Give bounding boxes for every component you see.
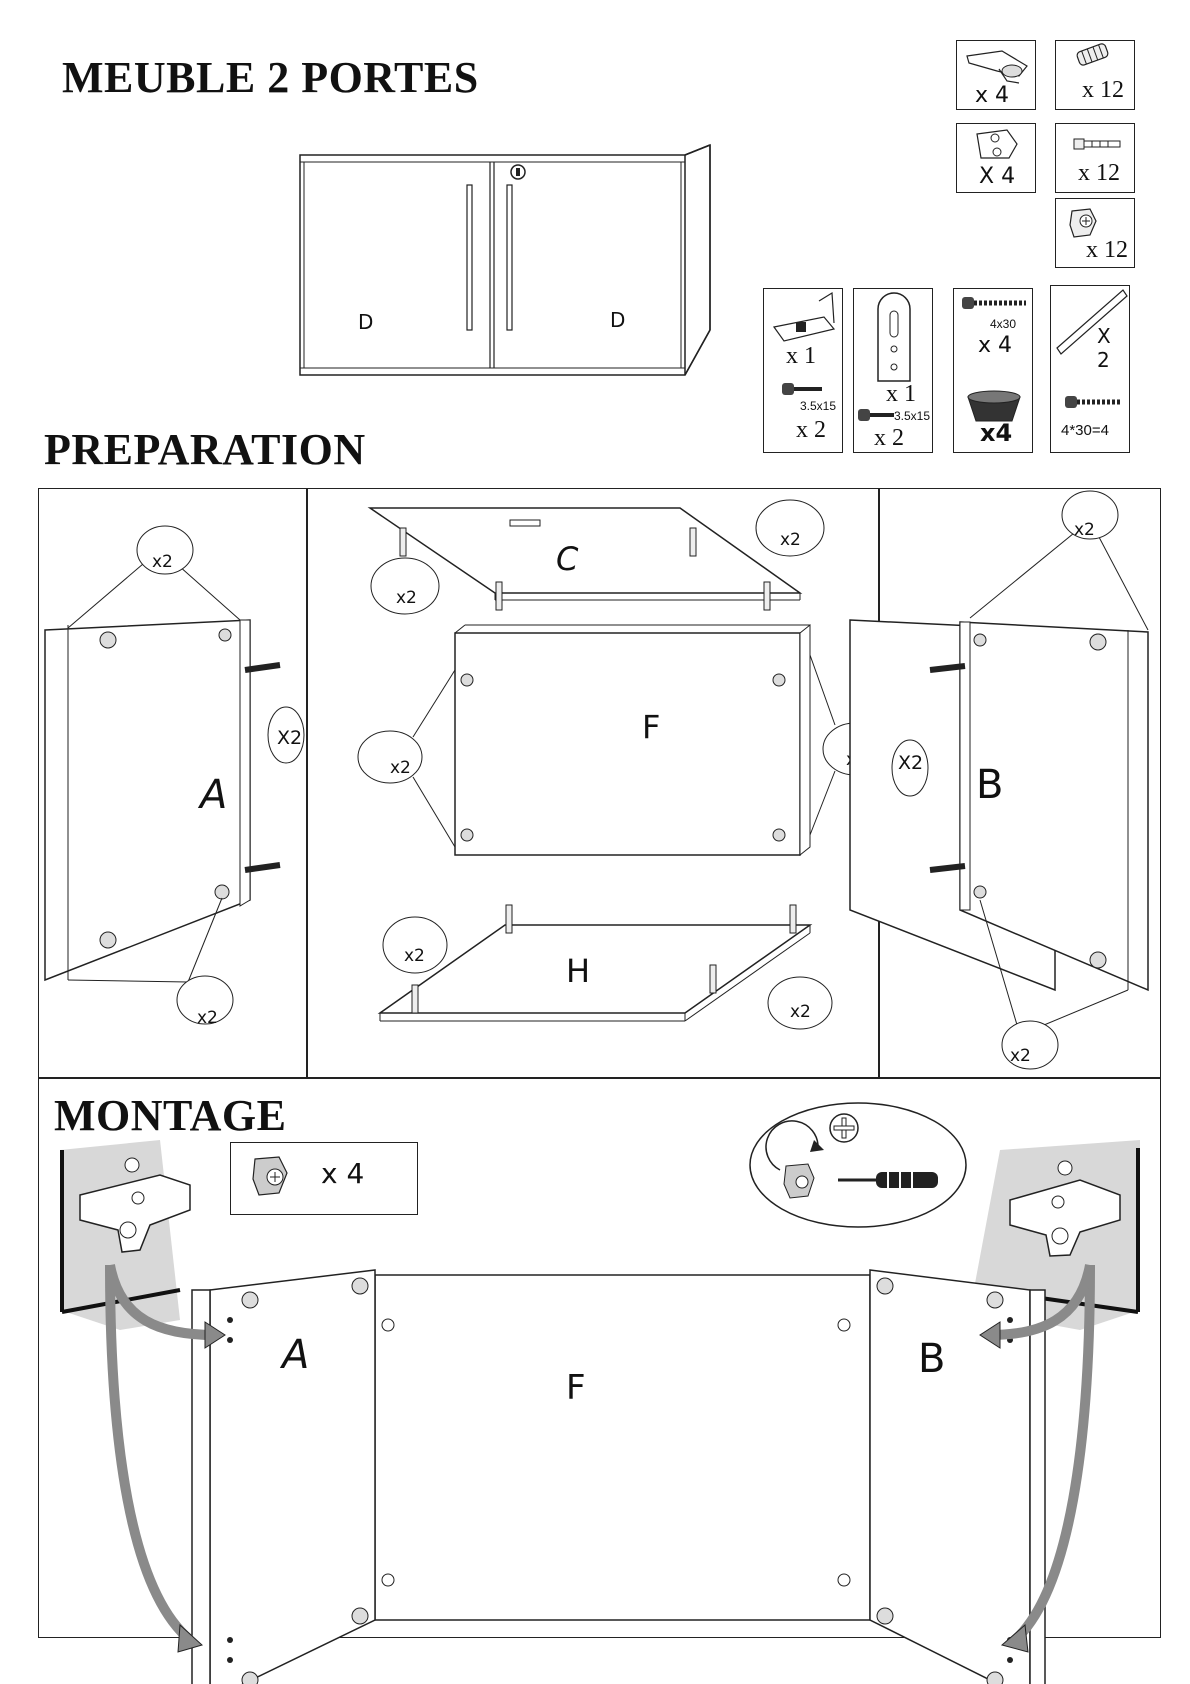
montage-frame (38, 1078, 1161, 1638)
montage-cam-box: x 4 (230, 1142, 418, 1215)
prep-callout-f-left: x2 (390, 758, 411, 778)
hardware-hinge-plate-box: X 4 (956, 123, 1036, 193)
montage-panel-b-label: B (918, 1336, 946, 1382)
front-mark-right: D (610, 308, 626, 332)
hinge-plate-icon (976, 129, 1018, 159)
strike-qty: x 1 (886, 381, 916, 407)
screw-and-cap-icon (962, 297, 1026, 422)
prep-callout-b-bottom: x2 (1010, 1046, 1031, 1066)
prep-callout-c-right: x2 (780, 530, 801, 550)
prep-panel-a-drawing (44, 525, 305, 1025)
prep-callout-b-edge: X2 (898, 752, 924, 774)
prep-panel-c-drawing (367, 499, 825, 615)
rail-qty: X 2 (1097, 324, 1111, 372)
montage-panel-a-label: A (282, 1332, 310, 1378)
prep-callout-c-left: x2 (396, 588, 417, 608)
rail-screw-qty: 4*30=4 (1061, 422, 1109, 439)
cam-lock-icon (1069, 208, 1097, 238)
prep-callout-h-left: x2 (404, 946, 425, 966)
cabinet-drawing (299, 143, 711, 376)
cap-qty: x4 (980, 419, 1013, 447)
lock-screw-size: 3.5x15 (800, 399, 837, 413)
cabinet-front-view: D D (299, 143, 720, 390)
front-mark-left: D (358, 310, 374, 334)
page-title: MEUBLE 2 PORTES (62, 53, 479, 102)
rail-icon (1056, 289, 1128, 408)
cam-lock-qty: x 12 (1086, 237, 1128, 263)
prep-panel-h-drawing (377, 904, 833, 1030)
strike-plate-icon (858, 292, 911, 421)
prep-panel-a-label: A (200, 772, 228, 818)
prep-divider-left (306, 488, 308, 1078)
cam-lock-icon (252, 1156, 288, 1196)
cam-bolt-icon (1073, 138, 1121, 150)
hardware-screw-box: 4x30 x 4 x4 (953, 288, 1033, 453)
strike-screw-qty: x 2 (874, 425, 904, 451)
lock-icon (772, 291, 836, 395)
montage-cam-qty: x 4 (321, 1157, 365, 1190)
prep-panel-b-label: B (976, 762, 1004, 808)
dowel-icon (1076, 43, 1109, 66)
prep-callout-h-right: x2 (790, 1002, 811, 1022)
hinge-plate-qty: X 4 (979, 164, 1016, 189)
cam-bolt-qty: x 12 (1078, 160, 1120, 186)
prep-panel-b-shape (891, 490, 1149, 1070)
preparation-heading: PREPARATION (44, 425, 366, 474)
hardware-cam-lock-box: x 12 (1055, 198, 1135, 268)
screw-size: 4x30 (990, 317, 1017, 331)
screwdriver-illustration (749, 1102, 967, 1228)
montage-panel-f-label: F (566, 1368, 586, 1408)
hardware-lock-box: x 1 3.5x15 x 2 (763, 288, 843, 453)
hardware-hinge-box: x 4 (956, 40, 1036, 110)
prep-callout-a-bottom: x2 (197, 1008, 218, 1028)
prep-callout-a-top: x2 (152, 552, 173, 572)
hardware-cam-bolt-box: x 12 (1055, 123, 1135, 193)
hardware-rail-box: X 2 4*30=4 (1050, 285, 1130, 453)
dowel-qty: x 12 (1082, 77, 1124, 103)
preparation-frame (38, 488, 1161, 1078)
prep-callout-a-edge: X2 (277, 727, 303, 749)
screw-qty: x 4 (978, 333, 1013, 358)
hardware-dowel-box: x 12 (1055, 40, 1135, 110)
hinge-icon (966, 50, 1028, 84)
prep-callout-b-top: x2 (1074, 520, 1095, 540)
strike-screw-size: 3.5x15 (894, 409, 931, 423)
lock-screw-qty: x 2 (796, 417, 826, 443)
lock-qty: x 1 (786, 343, 816, 369)
montage-heading: MONTAGE (54, 1091, 287, 1140)
hinge-qty: x 4 (975, 83, 1010, 108)
montage-assembly-drawing (60, 1140, 1140, 1684)
prep-panel-c-label: C (556, 540, 579, 578)
hardware-strike-box: x 1 3.5x15 x 2 (853, 288, 933, 453)
prep-panel-f-label: F (642, 708, 661, 746)
prep-panel-f-drawing (357, 623, 888, 857)
prep-panel-h-label: H (566, 952, 591, 990)
